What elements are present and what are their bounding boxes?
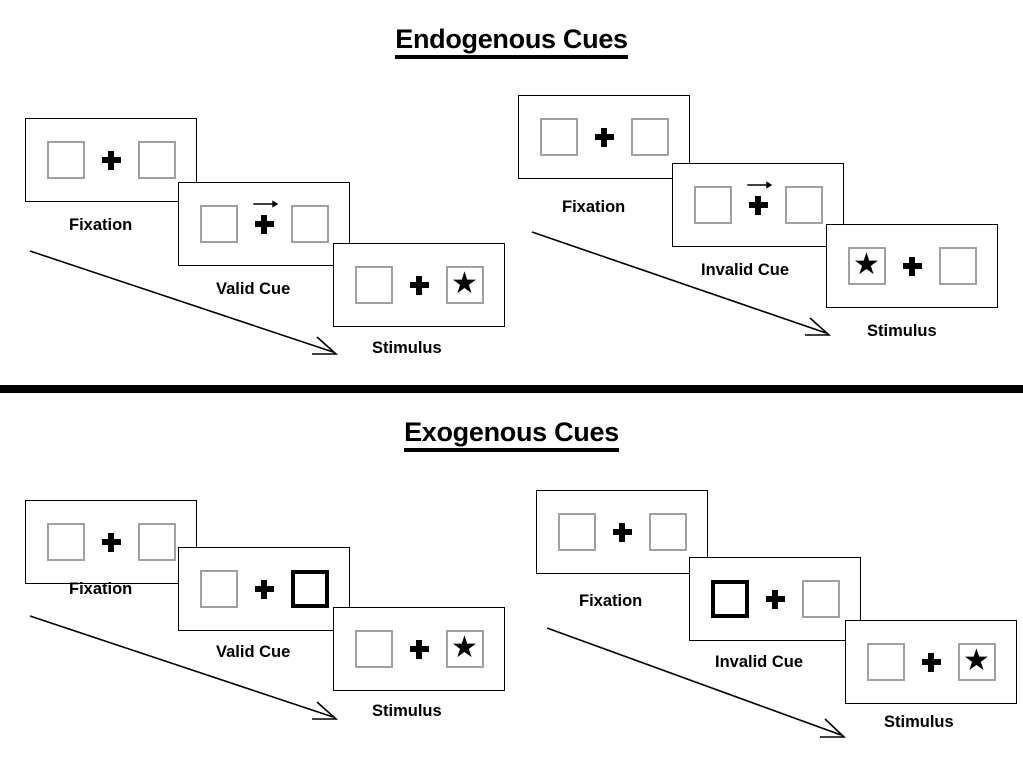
cue-center [747,180,773,215]
section-title-endogenous-text: Endogenous Cues [395,24,628,59]
fixation-cross-icon [765,589,785,609]
trial-panel-valid-cue [178,182,350,266]
fixation-cross-icon [101,150,121,170]
placeholder-box-left [199,570,238,608]
fixation-cross-icon [254,214,274,234]
placeholder-box-right-target: ★ [445,630,484,668]
placeholder-box-right-target: ★ [957,643,996,681]
placeholder-box-right [137,141,176,179]
fixation-cross-icon [594,127,614,147]
placeholder-box-right [648,513,687,551]
panel-content [199,199,329,243]
trial-panel-stimulus: ★ [845,620,1017,704]
placeholder-box-left-cued [710,580,749,618]
section-divider [0,385,1023,393]
star-icon: ★ [853,247,880,282]
trial-panel-stimulus: ★ [333,607,505,691]
step-caption-valid-cue: Valid Cue [216,280,291,298]
section-title-exogenous: Exogenous Cues [0,417,1023,452]
placeholder-box-right [290,205,329,243]
placeholder-box-left [46,523,85,561]
trial-panel-stimulus: ★ [826,224,998,308]
placeholder-box-left [354,630,393,668]
placeholder-box-left [693,186,732,224]
placeholder-box-right [137,523,176,561]
placeholder-box-right-target: ★ [445,266,484,304]
arrow-right-icon [747,180,773,189]
step-caption-stimulus: Stimulus [867,322,937,340]
step-caption-stimulus: Stimulus [372,339,442,357]
placeholder-box-left [46,141,85,179]
section-title-exogenous-text: Exogenous Cues [404,417,619,452]
step-caption-fixation: Fixation [69,216,133,234]
star-icon: ★ [451,630,478,665]
step-caption-invalid-cue: Invalid Cue [701,261,790,279]
panel-content [46,523,176,561]
placeholder-box-left [539,118,578,156]
trial-panel-fixation [25,118,197,202]
panel-content [557,513,687,551]
trial-panel-invalid-cue [689,557,861,641]
step-caption-valid-cue: Valid Cue [216,643,291,661]
arrow-right-icon [253,199,279,208]
fixation-cross-icon [612,522,632,542]
panel-content [199,570,329,608]
trial-panel-fixation [25,500,197,584]
placeholder-box-left [354,266,393,304]
placeholder-box-left [557,513,596,551]
panel-content: ★ [847,247,977,285]
placeholder-box-right [630,118,669,156]
step-caption-invalid-cue: Invalid Cue [715,653,804,671]
star-icon: ★ [451,266,478,301]
placeholder-box-right-cued [290,570,329,608]
fixation-cross-icon [902,256,922,276]
panel-content [46,141,176,179]
panel-content: ★ [866,643,996,681]
step-caption-fixation: Fixation [562,198,626,216]
diagonal-arrow-icon [546,627,847,738]
placeholder-box-left [199,205,238,243]
panel-content [710,580,840,618]
fixation-cross-icon [101,532,121,552]
fixation-cross-icon [409,275,429,295]
trial-panel-stimulus: ★ [333,243,505,327]
cue-center [253,199,279,234]
trial-panel-invalid-cue [672,163,844,247]
trial-panel-valid-cue [178,547,350,631]
placeholder-box-left [866,643,905,681]
placeholder-box-right [801,580,840,618]
panel-content: ★ [354,630,484,668]
fixation-cross-icon [254,579,274,599]
step-caption-fixation: Fixation [579,592,643,610]
fixation-cross-icon [409,639,429,659]
step-caption-stimulus: Stimulus [372,702,442,720]
panel-content [539,118,669,156]
step-caption-stimulus: Stimulus [884,713,954,731]
panel-content: ★ [354,266,484,304]
fixation-cross-icon [748,195,768,215]
panel-content [693,180,823,224]
trial-panel-fixation [536,490,708,574]
section-title-endogenous: Endogenous Cues [0,24,1023,59]
step-caption-fixation: Fixation [69,580,133,598]
placeholder-box-right [938,247,977,285]
trial-panel-fixation [518,95,690,179]
placeholder-box-right [784,186,823,224]
star-icon: ★ [963,643,990,678]
fixation-cross-icon [921,652,941,672]
placeholder-box-left-target: ★ [847,247,886,285]
